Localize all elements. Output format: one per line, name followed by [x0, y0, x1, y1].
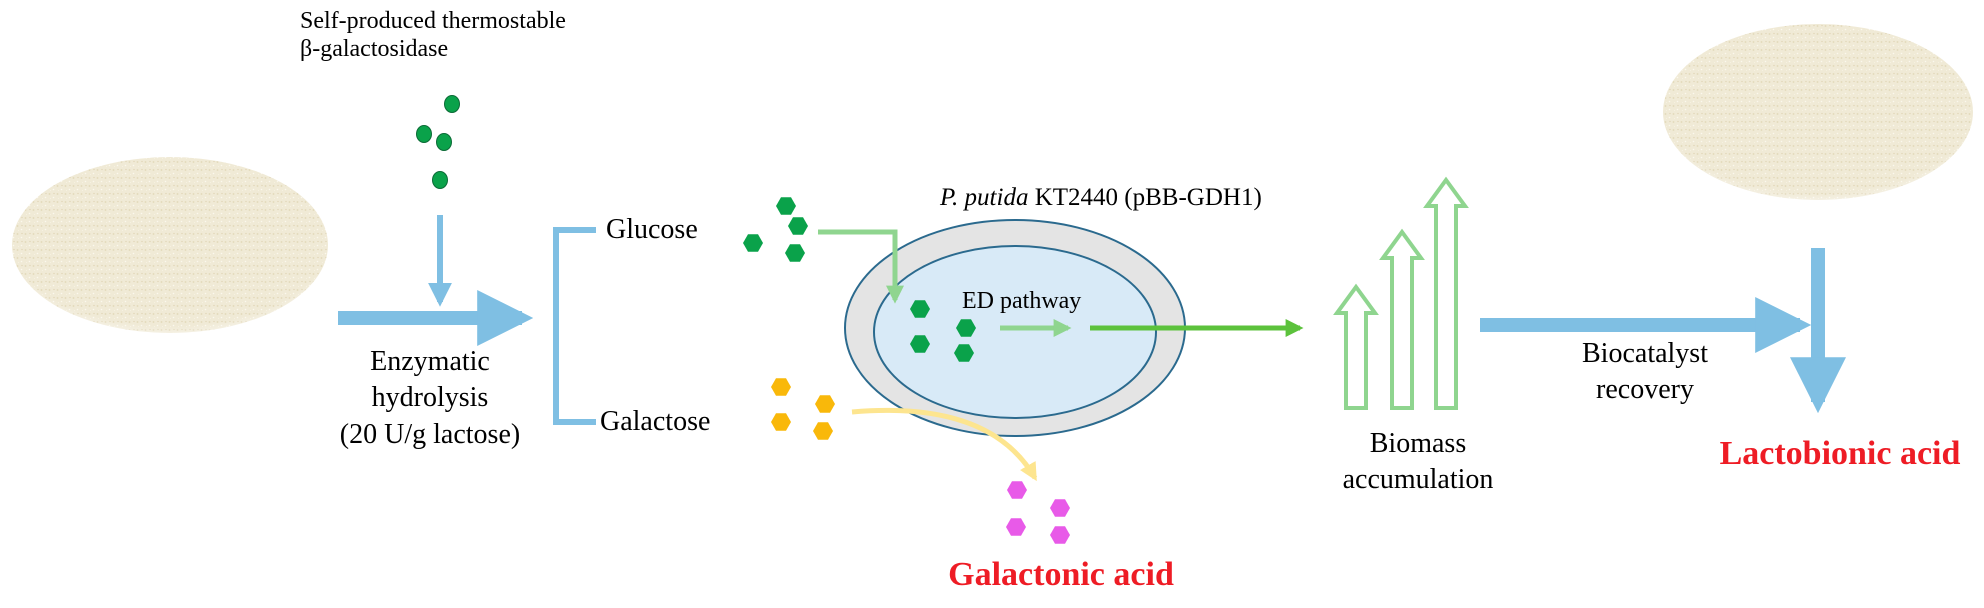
hydrolysis-label-line1: Enzymatic [370, 346, 490, 377]
strain-species: P. putida [940, 184, 1029, 211]
galactonic-acid-hexagon [1006, 518, 1026, 536]
glucose-hexagon [743, 234, 763, 252]
glucose-molecules [743, 197, 808, 262]
galactose-hexagon [813, 422, 833, 440]
lactobionic-acid-label: Lactobionic acid [1720, 434, 1961, 473]
enzyme-label-line2: β-galactosidase [300, 35, 449, 62]
glucose-hexagon [785, 244, 805, 262]
enzyme-dot [436, 133, 452, 151]
biomass-up-arrow [1423, 176, 1469, 410]
galactose-oxidation-arrow [851, 407, 1038, 482]
biomass-label: Biomass accumulation [1343, 426, 1494, 499]
enzyme-label: Self-produced thermostable β-galactosida… [300, 8, 566, 63]
galactonic-acid-hexagon [1050, 499, 1070, 517]
intracellular-glucose-hexagon [910, 300, 930, 318]
biomass-arrows [1333, 176, 1469, 410]
galactose-hexagon [771, 378, 791, 396]
galactonic-acid-hexagon [1050, 526, 1070, 544]
recovery-label-line2: recovery [1596, 374, 1694, 406]
biomass-up-arrow [1333, 283, 1379, 410]
biomass-label-line1: Biomass [1369, 428, 1467, 459]
enzyme-label-line1: Self-produced thermostable [300, 8, 566, 34]
intracellular-glucose-hexagon [956, 319, 976, 337]
lactobionic-acid-text: Lactobionic acid [1719, 435, 1961, 472]
galactonic-acid-molecules [1006, 481, 1070, 544]
lactose-powder-image [12, 157, 328, 333]
galactose-hexagon [771, 413, 791, 431]
recovery-label: Biocatalyst recovery [1582, 336, 1708, 409]
glucose-hexagon [788, 217, 808, 235]
galactonic-acid-hexagon [1007, 481, 1027, 499]
galactonic-acid-text: Galactonic acid [948, 556, 1174, 593]
hydrolysis-label-line2: hydrolysis [371, 382, 489, 414]
intracellular-glucose-hexagon [910, 335, 930, 353]
enzyme-dot [444, 95, 460, 113]
enzyme-dot [432, 171, 448, 189]
hydrolysis-label-line3: (20 U/g lactose) [339, 418, 521, 450]
biomass-up-arrow [1379, 228, 1425, 410]
enzyme-dots [416, 95, 460, 189]
galactose-label: Galactose [600, 406, 711, 437]
products-bracket [553, 227, 596, 425]
strain-label: P. putida KT2440 (pBB-GDH1) [940, 184, 1262, 213]
hydrolysis-label: Enzymatic hydrolysis (20 U/g lactose) [340, 344, 520, 453]
ed-pathway-label: ED pathway [962, 288, 1082, 314]
glucose-uptake-arrow [818, 229, 904, 304]
intracellular-glucose-hexagon [954, 344, 974, 362]
galactose-molecules [771, 378, 835, 440]
recovery-label-line1: Biocatalyst [1582, 338, 1708, 369]
glucose-hexagon [776, 197, 796, 215]
strain-plasmid: KT2440 (pBB-GDH1) [1034, 184, 1262, 211]
galactonic-acid-label: Galactonic acid [948, 555, 1174, 594]
enzyme-dot [416, 125, 432, 143]
glucose-label: Glucose [606, 214, 698, 245]
p-putida-cell [844, 219, 1186, 437]
intracellular-glucose [910, 300, 976, 362]
biomass-label-line2: accumulation [1342, 464, 1494, 496]
galactose-hexagon [815, 395, 835, 413]
lactobionic-acid-powder-image [1663, 24, 1973, 200]
